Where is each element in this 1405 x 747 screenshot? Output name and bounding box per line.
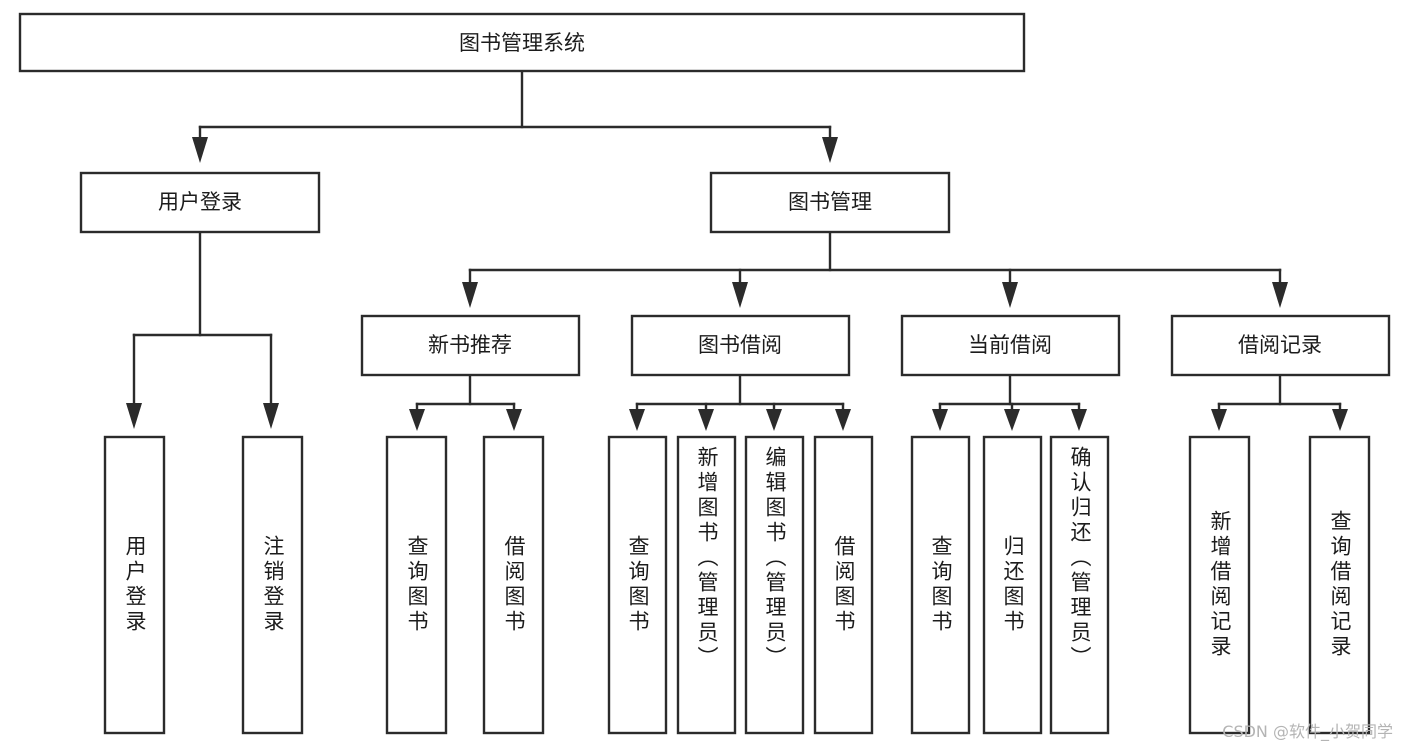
leaf-box-borrow-book-2[interactable] <box>813 435 874 735</box>
leaf-box-query-book-1[interactable] <box>385 435 448 735</box>
node-book-management-label: 图书管理 <box>788 190 872 214</box>
node-book-borrow-label: 图书借阅 <box>698 333 782 357</box>
node-current-borrow[interactable]: 当前借阅 <box>900 314 1121 377</box>
node-new-book-recommend-box[interactable] <box>360 314 581 377</box>
leaf-box-query-book-2[interactable] <box>607 435 668 735</box>
leaf-box-logout[interactable] <box>241 435 304 735</box>
node-current-borrow-box[interactable] <box>900 314 1121 377</box>
connector-group-userlogin <box>126 230 279 429</box>
arrow-head-icon <box>126 403 142 429</box>
watermark-label: CSDN @软件_小贺同学 <box>1222 722 1393 741</box>
arrow-head-icon <box>835 409 851 431</box>
arrow-head-icon <box>932 409 948 431</box>
node-user-login-box[interactable] <box>79 171 321 234</box>
leaf-box-borrow-book-1[interactable] <box>482 435 545 735</box>
connector-group-records <box>1211 373 1348 431</box>
node-borrow-records[interactable]: 借阅记录 <box>1170 314 1391 377</box>
leaf-box-query-record[interactable] <box>1308 435 1371 735</box>
node-borrow-records-label: 借阅记录 <box>1238 333 1322 357</box>
arrow-head-icon <box>1004 409 1020 431</box>
node-new-book-recommend[interactable]: 新书推荐 <box>360 314 581 377</box>
node-user-login-label: 用户登录 <box>158 190 242 214</box>
arrow-head-icon <box>192 137 208 163</box>
connector-group-borrow <box>629 373 851 431</box>
leaf-box-add-book[interactable] <box>676 435 737 735</box>
arrow-head-icon <box>462 282 478 308</box>
arrow-head-icon <box>1332 409 1348 431</box>
arrow-head-icon <box>766 409 782 431</box>
node-book-borrow-box[interactable] <box>630 314 851 377</box>
node-book-borrow[interactable]: 图书借阅 <box>630 314 851 377</box>
leaf-box-return-book[interactable] <box>982 435 1043 735</box>
arrow-head-icon <box>1211 409 1227 431</box>
node-current-borrow-label: 当前借阅 <box>968 333 1052 357</box>
node-root-box[interactable] <box>18 12 1026 73</box>
node-user-login[interactable]: 用户登录 <box>79 171 321 234</box>
arrow-head-icon <box>1071 409 1087 431</box>
leaf-box-edit-book[interactable] <box>744 435 805 735</box>
node-book-management[interactable]: 图书管理 <box>709 171 951 234</box>
leaf-box-query-book-3[interactable] <box>910 435 971 735</box>
connector-group-root <box>192 69 838 163</box>
node-root-label: 图书管理系统 <box>459 31 585 55</box>
arrow-head-icon <box>506 409 522 431</box>
arrow-head-icon <box>629 409 645 431</box>
node-new-book-recommend-label: 新书推荐 <box>428 333 512 357</box>
connector-group-current <box>932 373 1087 431</box>
connector-group-newbooks <box>409 373 522 431</box>
arrow-head-icon <box>1002 282 1018 308</box>
node-borrow-records-box[interactable] <box>1170 314 1391 377</box>
arrow-head-icon <box>1272 282 1288 308</box>
arrow-head-icon <box>732 282 748 308</box>
leaf-box-add-record[interactable] <box>1188 435 1251 735</box>
node-root[interactable]: 图书管理系统 <box>18 12 1026 73</box>
arrow-head-icon <box>698 409 714 431</box>
arrow-head-icon <box>263 403 279 429</box>
node-book-management-box[interactable] <box>709 171 951 234</box>
arrow-head-icon <box>409 409 425 431</box>
leaf-box-confirm-return[interactable] <box>1049 435 1110 735</box>
arrow-head-icon <box>822 137 838 163</box>
connector-group-bookmgmt <box>462 230 1288 308</box>
leaf-box-user-login[interactable] <box>103 435 166 735</box>
